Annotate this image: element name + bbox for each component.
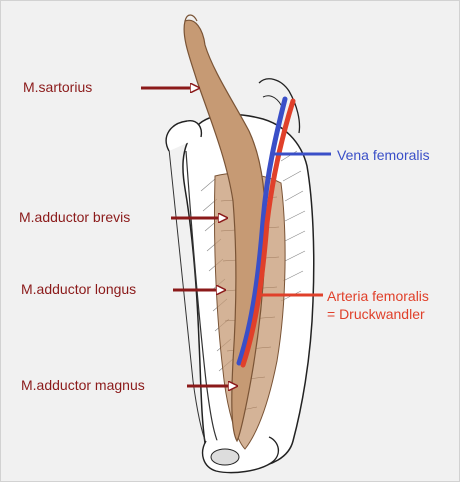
label-m-adductor-magnus: M.adductor magnus <box>21 377 145 393</box>
label-vena-femoralis: Vena femoralis <box>337 147 430 163</box>
label-m-adductor-brevis: M.adductor brevis <box>19 209 130 225</box>
label-m-adductor-longus: M.adductor longus <box>21 281 136 297</box>
label-m-sartorius: M.sartorius <box>23 79 92 95</box>
label-arteria-femoralis: Arteria femoralis <box>327 288 429 304</box>
label-druckwandler: = Druckwandler <box>327 306 425 322</box>
